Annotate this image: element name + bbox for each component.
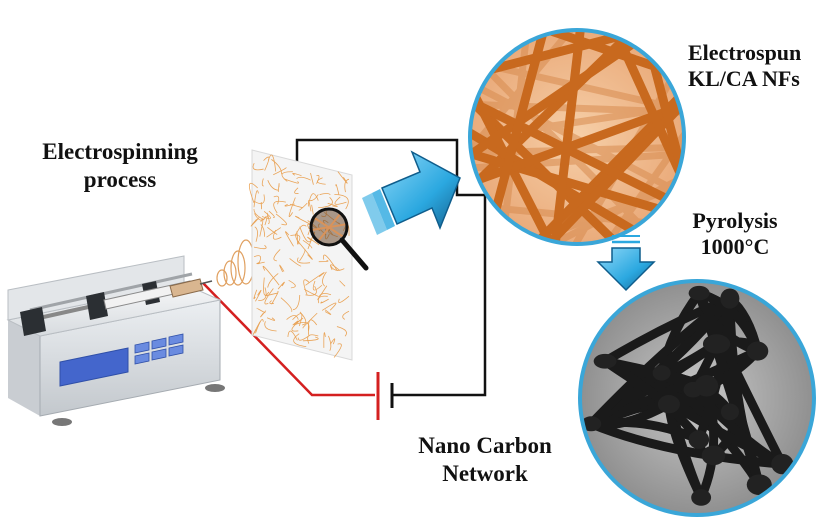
jet-spray	[216, 239, 255, 287]
arrow-to-fibers	[362, 150, 461, 235]
circuit-wires	[202, 138, 487, 420]
syringe-pump	[6, 255, 225, 426]
red-wire	[202, 282, 375, 397]
electrospinning-line2: process	[83, 166, 157, 192]
fiber-circle	[468, 28, 686, 246]
carbon-circle	[578, 279, 816, 517]
black-wire	[295, 138, 487, 397]
fiber-collector	[249, 149, 353, 361]
pyrolysis-label: Pyrolysis 1000°C	[660, 208, 810, 261]
magnifier-icon	[309, 207, 369, 271]
electrospinning-process-label: Electrospinning process	[20, 138, 220, 193]
electrospinning-line1: Electrospinning	[42, 139, 198, 164]
pump-keypad	[134, 333, 184, 365]
nano-carbon-network-label: Nano Carbon Network	[395, 432, 575, 487]
nanocarbon-line2: Network	[442, 460, 528, 486]
electrospun-line1: Electrospun	[688, 40, 802, 65]
electrospun-fibers-label: Electrospun KL/CA NFs	[688, 40, 833, 93]
nanocarbon-line1: Nano Carbon	[418, 433, 552, 458]
pump-display	[59, 347, 129, 387]
electrospun-line2: KL/CA NFs	[688, 66, 800, 92]
pyrolysis-line1: Pyrolysis	[692, 208, 778, 233]
arrow-pyrolysis	[596, 235, 656, 292]
pyrolysis-line2: 1000°C	[700, 234, 770, 260]
